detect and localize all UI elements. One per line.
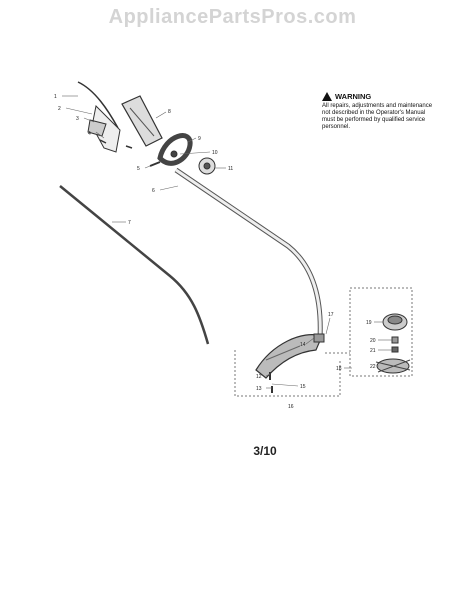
callout-8: 8 [168,109,171,115]
callout-11: 11 [228,166,233,172]
warning-title: WARNING [335,92,372,101]
warning-triangle-icon [322,92,332,101]
gearhead [313,333,325,343]
callout-13: 13 [256,386,262,392]
callout-15: 15 [300,384,306,390]
warning-text: All repairs, adjustments and maintenance… [322,103,433,130]
callout-17: 17 [328,312,334,318]
spring [391,336,399,344]
callout-19: 19 [366,320,372,326]
retainer [391,346,399,353]
callout-12: 12 [256,374,262,380]
callout-5: 5 [137,166,140,172]
callout-9: 9 [198,136,201,142]
handle-knob [170,150,178,158]
throttle-cable [77,81,119,129]
watermark: AppliancePartsPros.com [108,6,357,28]
callout-22: 22 [370,364,376,370]
warning-heading: WARNING [322,92,434,101]
callout-14: 14 [300,342,306,348]
front-handle [157,133,193,166]
callout-20: 20 [370,338,376,344]
deflector-shield [255,334,323,379]
callout-3: 3 [76,116,79,122]
handle-clip [87,119,107,137]
callout-4: 4 [88,131,91,137]
rear-handle [121,95,163,147]
callout-6: 6 [152,188,155,194]
callout-16: 16 [288,404,294,410]
callout-21: 21 [370,348,376,354]
callout-2: 2 [58,106,61,112]
drive-shaft [59,185,210,345]
page-number: 3/10 [253,444,277,458]
callout-18: 18 [336,366,342,372]
warning-box: WARNING All repairs, adjustments and mai… [322,92,434,131]
callout-7: 7 [128,220,131,226]
callout-10: 10 [212,150,218,156]
callout-1: 1 [54,94,57,100]
